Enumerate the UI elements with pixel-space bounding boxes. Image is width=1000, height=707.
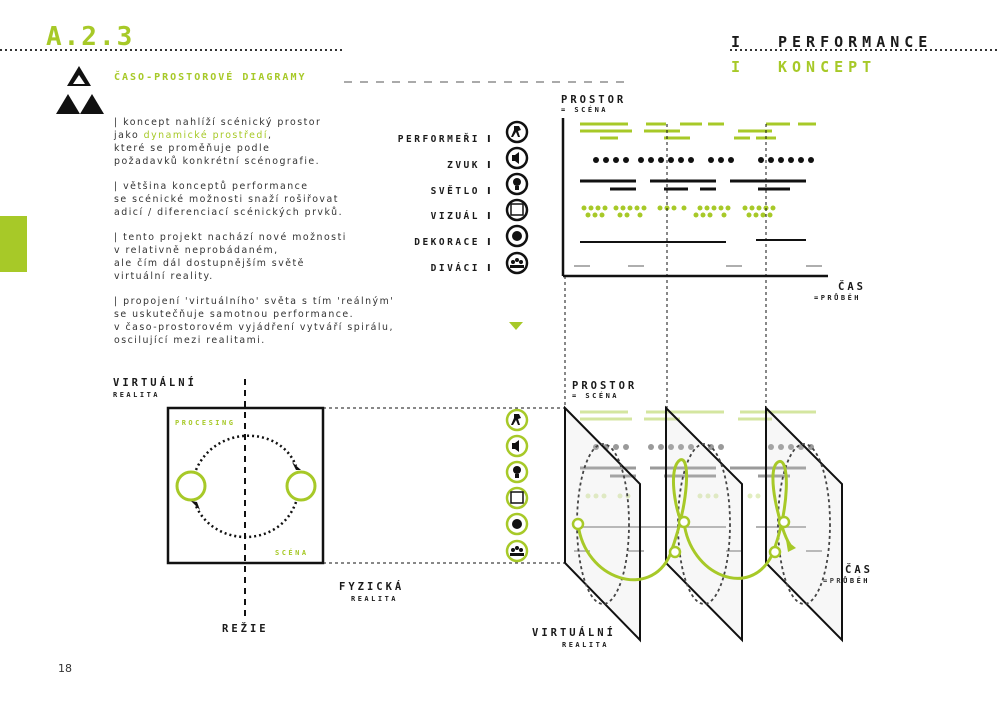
down-arrow-icon — [509, 322, 523, 330]
header-bar-1: I — [731, 33, 746, 51]
p4-line: | propojení 'virtuálního' světa s tím 'r… — [114, 296, 395, 307]
bottom-cas-label: ČAS — [845, 564, 873, 576]
top-scena-label: = SCÉNA — [561, 106, 609, 114]
header-bar-2: I — [731, 58, 746, 76]
procesing-label: PROCESING — [175, 419, 236, 427]
audience-icon — [505, 539, 529, 563]
section-code: A.2.3 — [46, 22, 135, 52]
loop-arrow-top — [194, 434, 298, 471]
bottom-virtualni-label: VIRTUÁLNÍ — [532, 627, 616, 639]
p4-line: oscilující mezi realitami. — [114, 335, 266, 346]
screen-icon — [505, 486, 529, 510]
rezie-label: REŽIE — [222, 623, 269, 635]
paragraph-4: | propojení 'virtuálního' světa s tím 'r… — [114, 295, 444, 347]
recycle-icon — [56, 66, 104, 114]
p3-line: virtuální reality. — [114, 271, 214, 282]
row-bar: I — [487, 160, 491, 171]
row-icon-glyphs-top — [510, 126, 524, 268]
p1-comma: , — [267, 130, 273, 141]
row-bar: I — [487, 263, 491, 274]
section-title: ČASO-PROSTOROVÉ DIAGRAMY — [114, 72, 307, 83]
p1-line-3: které se proměňuje podle — [114, 143, 271, 154]
bottom-realita-label: REALITA — [562, 641, 610, 649]
paragraph-1: | koncept nahlíží scénický prostor jako … — [114, 116, 414, 168]
p1-line-4: požadavků konkrétní scénografie. — [114, 156, 321, 167]
bottom-faded-green-dots — [585, 493, 761, 499]
audience-icon — [505, 251, 529, 275]
row-bar: I — [487, 237, 491, 248]
p1-line-2a: jako — [114, 130, 140, 141]
p3-line: v relativně neprobádaném, — [114, 245, 279, 256]
row-icons-top — [505, 120, 529, 275]
loop-arrowhead-top — [292, 462, 301, 470]
row-bar: I — [487, 211, 491, 222]
row-label-divaci: DIVÁCI — [430, 263, 480, 274]
top-black-bars — [580, 179, 806, 191]
scena-label: SCÉNA — [275, 549, 309, 557]
bottom-scena-label: = SCÉNA — [572, 392, 620, 400]
bottom-faded-lines — [574, 526, 822, 552]
spiral-nodes — [571, 515, 791, 559]
p1-highlight: dynamické prostředí — [143, 130, 268, 141]
loop-arrowhead-bottom — [191, 501, 200, 510]
row-label-performeri: PERFORMEŘI — [397, 134, 480, 145]
row-label-dekorace: DEKORACE — [414, 237, 480, 248]
bottom-faded-dots — [593, 444, 814, 450]
paragraph-3: | tento projekt nachází nové možnosti v … — [114, 231, 414, 283]
paragraph-2: | většina konceptů performance se scénic… — [114, 180, 414, 219]
top-prostor-label: PROSTOR — [561, 94, 627, 106]
vertical-guides — [564, 124, 767, 410]
bottom-faded-green — [580, 410, 816, 421]
virtualni-realita-label: REALITA — [113, 391, 161, 399]
row-bar: I — [487, 186, 491, 197]
top-cas-label: ČAS — [838, 281, 866, 293]
row-icons-bottom — [505, 408, 529, 563]
p3-line: | tento projekt nachází nové možnosti — [114, 232, 347, 243]
page-number: 18 — [58, 662, 72, 675]
top-green-dots — [581, 205, 776, 218]
loop-arrow-bottom — [194, 501, 298, 539]
plane-ellipses — [576, 443, 831, 605]
p1-line-1: | koncept nahlíží scénický prostor — [114, 117, 322, 128]
scena-node — [285, 470, 317, 502]
top-black-dots — [593, 157, 814, 163]
p4-line: se uskutečňuje samotnou performance. — [114, 309, 355, 320]
p3-line: ale čím dál dostupnějším světě — [114, 258, 305, 269]
top-prubeh-label: =PRŮBĚH — [814, 294, 862, 302]
p2-line: | většina konceptů performance — [114, 181, 309, 192]
row-label-vizual: VIZUÁL — [430, 211, 480, 222]
p4-line: v časo-prostorovém vyjádření vytváří spi… — [114, 322, 394, 333]
top-green-dashes — [580, 122, 816, 140]
header-title-performance: PERFORMANCE — [778, 33, 933, 51]
row-icon-glyphs-bottom — [510, 414, 524, 556]
fyzicka-label: FYZICKÁ — [339, 581, 405, 593]
side-tab — [0, 216, 27, 272]
row-bar: I — [487, 134, 491, 145]
header-title-koncept: KONCEPT — [778, 58, 877, 76]
screen-icon — [505, 198, 529, 222]
bottom-prubeh-label: =PRŮBĚH — [823, 577, 871, 585]
row-label-zvuk: ZVUK — [447, 160, 480, 171]
procesing-node — [175, 470, 207, 502]
time-planes — [564, 405, 843, 643]
virtualni-label: VIRTUÁLNÍ — [113, 377, 197, 389]
p2-line: adicí / diferenciací scénických prvků. — [114, 207, 344, 218]
bottom-prostor-label: PROSTOR — [572, 380, 638, 392]
top-long-lines — [580, 239, 806, 243]
p2-line: se scénické možnosti snaží rošiřovat — [114, 194, 339, 205]
row-label-svetlo: SVĚTLO — [430, 186, 480, 197]
fyzicka-realita-label: REALITA — [351, 595, 399, 603]
spiral-arrowhead — [786, 540, 796, 552]
virtual-reality-box — [166, 406, 325, 565]
